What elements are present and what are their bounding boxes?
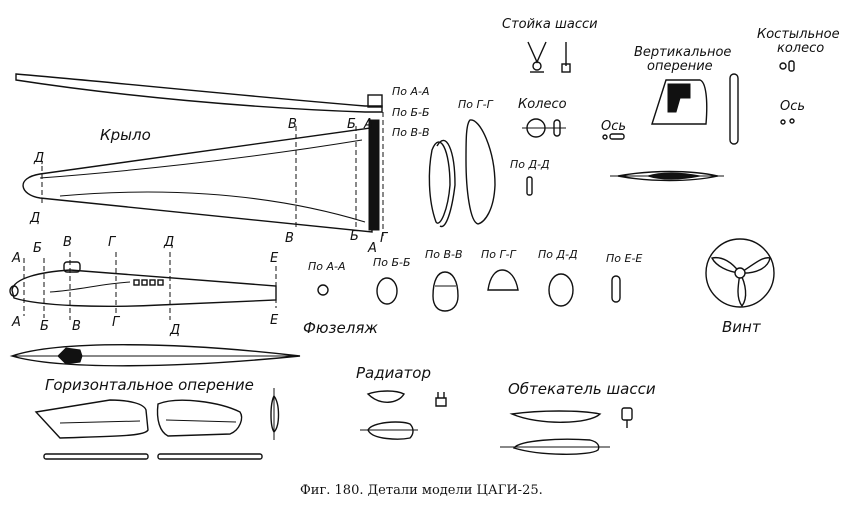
fus-section-dd-label: По Д-Д xyxy=(538,248,578,261)
propeller-label: Винт xyxy=(722,318,762,336)
wheel-drawings xyxy=(522,118,566,138)
wing-mark-b-top: Б xyxy=(347,117,356,132)
fus-section-vv-label: По В-В xyxy=(425,248,463,261)
fuselage-windows xyxy=(133,279,164,286)
wing-root-fitting xyxy=(367,94,383,108)
radiator-drawings xyxy=(360,390,447,440)
radiator-label: Радиатор xyxy=(356,364,431,382)
vertical-tail-label-2: оперение xyxy=(647,59,713,74)
fus-mark-a-bot: А xyxy=(11,315,21,330)
fus-mark-b-bot: Б xyxy=(40,319,49,334)
vertical-tail-label-1: Вертикальное xyxy=(634,45,731,60)
fus-mark-e-top: Е xyxy=(270,251,279,266)
fus-section-bb-label: По Б-Б xyxy=(373,256,411,269)
wing-mark-d-top: Д xyxy=(33,151,44,166)
fuselage-section-profiles xyxy=(317,269,621,312)
fus-mark-d-top: Д xyxy=(163,235,174,250)
wing-mark-a-bot: А xyxy=(367,241,377,256)
axle-drawing-2 xyxy=(780,118,795,125)
wing-section-aa-label: По А-А xyxy=(392,85,430,98)
wing-label: Крыло xyxy=(100,126,151,144)
tail-wheel-label-2: колесо xyxy=(777,41,824,56)
wing-mark-g-bot: Г xyxy=(380,231,389,246)
wheel-label: Колесо xyxy=(518,97,567,112)
cockpit-canopy xyxy=(63,261,81,273)
axle-drawing-1 xyxy=(602,133,625,140)
axle-label-1: Ось xyxy=(601,119,626,134)
axle-label-2: Ось xyxy=(780,99,805,114)
gear-fairing-label: Обтекатель шасси xyxy=(508,380,656,398)
wing-section-vv-label: По В-В xyxy=(392,126,430,139)
wing-mark-v-top: В xyxy=(288,117,297,132)
wing-section-profiles xyxy=(428,119,496,228)
fus-mark-b-top: Б xyxy=(33,241,42,256)
fus-section-gg-label: По Г-Г xyxy=(481,248,517,261)
fuselage-side-view xyxy=(9,252,277,320)
figure-caption: Фиг. 180. Детали модели ЦАГИ-25. xyxy=(300,483,543,498)
horizontal-tail-label: Горизонтальное оперение xyxy=(45,376,254,394)
wing-mark-v-bot: В xyxy=(285,231,294,246)
wheel-section-profile xyxy=(526,176,533,196)
wing-mark-d-bot: Д xyxy=(29,211,40,226)
vertical-tail-drawings xyxy=(610,73,739,182)
wing-mark-b-bot: Б xyxy=(350,229,359,244)
fuselage-top-view xyxy=(9,344,301,367)
fus-mark-v-top: В xyxy=(63,235,72,250)
propeller-drawing xyxy=(705,238,775,308)
fus-section-aa-label: По А-А xyxy=(308,260,346,273)
fus-mark-v-bot: В xyxy=(72,319,81,334)
wing-mark-a-top: А xyxy=(363,117,373,132)
tail-wheel-label-1: Костыльное xyxy=(757,27,840,42)
fuselage-label: Фюзеляж xyxy=(303,319,378,337)
wheel-section-dd-label: По Д-Д xyxy=(510,158,550,171)
gear-strut-label: Стойка шасси xyxy=(502,17,598,32)
wing-section-bb-label: По Б-Б xyxy=(392,106,430,119)
horizontal-tail-drawings xyxy=(34,388,280,460)
fus-mark-e-bot: Е xyxy=(270,313,279,328)
fus-mark-g-top: Г xyxy=(108,235,117,250)
wing-plan-view xyxy=(22,112,384,236)
fus-mark-g-bot: Г xyxy=(112,315,121,330)
gear-strut-drawings xyxy=(527,41,571,73)
tail-wheel-drawings xyxy=(779,60,795,72)
wing-section-gg-label: По Г-Г xyxy=(458,98,494,111)
wing-side-view xyxy=(15,73,383,113)
gear-fairing-drawings xyxy=(500,407,633,455)
fus-section-ee-label: По Е-Е xyxy=(606,252,642,265)
fus-mark-d-bot: Д xyxy=(169,323,180,338)
fus-mark-a-top: А xyxy=(11,251,21,266)
